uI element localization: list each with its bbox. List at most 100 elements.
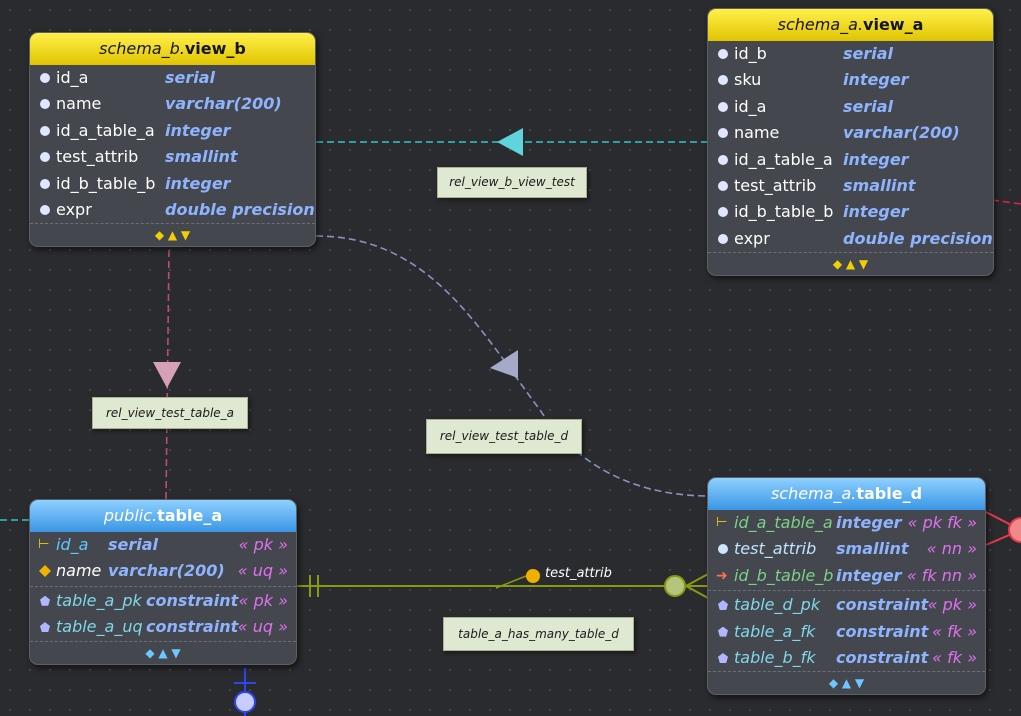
constraint-icon: [40, 595, 50, 606]
column-name: name: [734, 123, 780, 143]
rel-view-test-table-d-label[interactable]: rel_view_test_table_d: [426, 419, 582, 454]
constraint-kind: « fk »: [932, 621, 977, 641]
column-row[interactable]: id_b_table_b integer: [708, 199, 993, 225]
column-name: id_b_table_b: [56, 173, 156, 193]
view-a-header[interactable]: schema_a.view_a: [708, 9, 993, 41]
column-type: serial: [843, 96, 894, 116]
table-d-header[interactable]: schema_a.table_d: [708, 478, 985, 510]
table-d-name: table_d: [856, 484, 923, 503]
column-dot-icon: [718, 75, 728, 86]
relationship-attribute-label[interactable]: test_attrib: [545, 566, 612, 581]
constraint-type: constraint: [146, 617, 239, 637]
table-a-name: table_a: [157, 506, 223, 525]
column-dot-icon: [718, 154, 728, 165]
column-type: smallint: [836, 539, 909, 559]
column-name: id_a_table_a: [56, 120, 155, 140]
constraint-name: table_a_fk: [734, 621, 816, 641]
column-dot-icon: [40, 204, 50, 215]
column-name: test_attrib: [56, 147, 139, 167]
column-type: integer: [165, 120, 231, 140]
table-d-schema: schema_a.: [770, 484, 857, 503]
rel-view-b-view-test-arrow: [497, 128, 523, 156]
column-dot-icon: [40, 125, 50, 136]
constraint-icon: [40, 622, 50, 633]
table-a-toggle-icons[interactable]: ◆ ▲ ▼: [30, 640, 296, 664]
column-row[interactable]: id_b serial: [708, 41, 993, 67]
column-row[interactable]: id_b_table_b integer: [30, 171, 315, 197]
constraint-type: constraint: [836, 595, 929, 615]
primary-key-icon: ⊢: [38, 537, 50, 552]
column-name: id_a: [56, 535, 89, 554]
column-dot-icon: [718, 101, 728, 112]
constraint-icon: [718, 600, 728, 611]
column-name: expr: [56, 199, 92, 219]
view-a-toggle-icons[interactable]: ◆ ▲ ▼: [708, 252, 993, 275]
column-name: id_b_table_b: [734, 565, 834, 585]
column-name: test_attrib: [734, 539, 817, 559]
column-type: varchar(200): [843, 123, 960, 143]
rel-view-b-view-test-label[interactable]: rel_view_b_view_test: [437, 167, 587, 198]
table-a-has-many-table-d-label[interactable]: table_a_has_many_table_d: [443, 617, 634, 651]
table-a-schema: public.: [103, 506, 158, 525]
constraint-kind: « pk »: [238, 590, 288, 610]
column-type: integer: [165, 173, 231, 193]
column-name: id_b_table_b: [734, 202, 834, 222]
primary-key-icon: ⊢: [716, 515, 728, 530]
column-row[interactable]: id_a serial: [30, 65, 315, 91]
attribute-marker: [526, 569, 540, 583]
rel-view-test-table-d-arrow: [490, 350, 518, 378]
column-name: name: [56, 561, 102, 581]
column-name: expr: [734, 228, 770, 248]
constraint-kind: « fk »: [932, 647, 977, 667]
table-d-toggle-icons[interactable]: ◆ ▲ ▼: [708, 671, 985, 694]
view-b-toggle-icons[interactable]: ◆ ▲ ▼: [30, 223, 315, 246]
column-type: varchar(200): [165, 94, 282, 114]
column-type: smallint: [843, 175, 916, 195]
column-name: id_a_table_a: [734, 513, 833, 532]
column-name: id_b: [734, 44, 767, 63]
column-type: serial: [843, 44, 894, 63]
column-row[interactable]: expr double precision: [30, 197, 315, 223]
constraint-name: table_a_pk: [56, 590, 142, 610]
rel-view-test-table-a-label[interactable]: rel_view_test_table_a: [92, 397, 248, 429]
view-a-name: view_a: [863, 15, 924, 34]
column-type: serial: [108, 535, 159, 554]
column-row[interactable]: name varchar(200): [708, 120, 993, 146]
column-type: integer: [843, 149, 909, 169]
constraint-name: table_b_fk: [734, 647, 816, 667]
column-row[interactable]: id_a_table_a integer: [30, 118, 315, 144]
column-name: id_a: [56, 68, 89, 87]
not-null-dot-icon: [718, 544, 728, 555]
column-type: double precision: [165, 199, 315, 219]
table-a-header[interactable]: public.table_a: [30, 500, 296, 532]
column-type: integer: [843, 202, 909, 222]
column-constraint: « fk nn »: [906, 565, 977, 585]
many-end-circle: [664, 575, 686, 597]
constraint-kind: « pk »: [927, 595, 977, 615]
view-b-header[interactable]: schema_b.view_b: [30, 33, 315, 65]
column-type: serial: [165, 68, 216, 87]
column-constraint: « uq »: [237, 561, 288, 581]
constraint-icon: [718, 626, 728, 637]
